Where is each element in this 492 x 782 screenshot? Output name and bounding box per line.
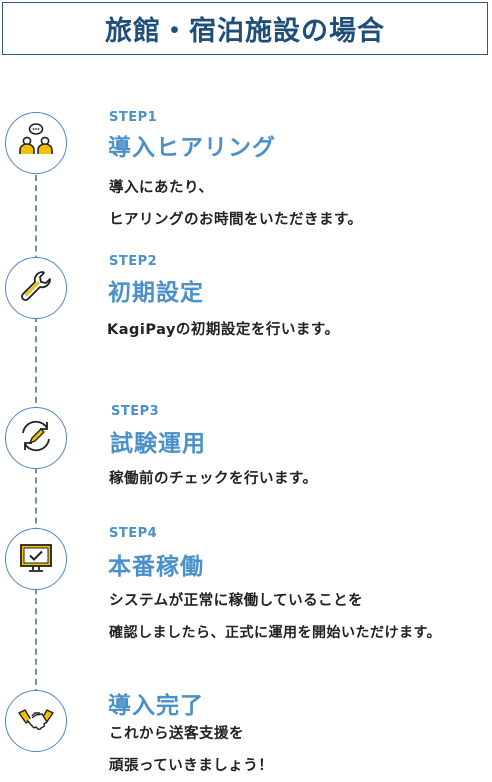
final-desc-line: 頑張っていきましょう！ xyxy=(109,758,274,774)
step4-description: システムが正常に稼働していることを 確認しましたら、正式に運用を開始いただけます… xyxy=(109,585,441,649)
final-title: 導入完了 xyxy=(108,693,204,719)
step1-description: 導入にあたり、 ヒアリングのお時間をいただきます。 xyxy=(109,172,363,236)
refresh-pen-icon xyxy=(16,416,56,460)
step4-title: 本番稼働 xyxy=(108,554,204,580)
step4-desc-line: システムが正常に稼働していることを xyxy=(109,593,364,609)
step4-desc-line: 確認しましたら、正式に運用を開始いただけます。 xyxy=(109,625,442,641)
step2-title: 初期設定 xyxy=(108,280,204,306)
step2-desc-line: KagiPayの初期設定を行います。 xyxy=(107,322,340,338)
step3-label: STEP3 xyxy=(111,404,160,419)
step3-desc-line: 稼働前のチェックを行います。 xyxy=(109,471,318,487)
monitor-check-icon xyxy=(16,537,56,581)
step2-icon-circle xyxy=(5,257,67,319)
step3-description: 稼働前のチェックを行います。 xyxy=(109,463,318,495)
handshake-icon xyxy=(16,699,56,743)
page-title: 旅館・宿泊施設の場合 xyxy=(2,2,488,55)
step1-desc-line: 導入にあたり、 xyxy=(109,180,214,196)
step1-icon-circle xyxy=(5,112,67,174)
final-desc-line: これから送客支援を xyxy=(109,726,244,742)
step2-description: KagiPayの初期設定を行います。 xyxy=(107,314,339,346)
step4-label: STEP4 xyxy=(109,526,158,541)
step3-title: 試験運用 xyxy=(110,431,206,457)
step4-icon-circle xyxy=(5,528,67,590)
step1-title: 導入ヒアリング xyxy=(108,135,276,161)
final-description: これから送客支援を 頑張っていきましょう！ xyxy=(109,718,273,782)
people-chat-icon xyxy=(16,121,56,165)
step3-icon-circle xyxy=(5,407,67,469)
step1-desc-line: ヒアリングのお時間をいただきます。 xyxy=(109,212,363,228)
wrench-icon xyxy=(16,266,56,310)
final-icon-circle xyxy=(5,690,67,752)
step2-label: STEP2 xyxy=(109,254,158,269)
step1-label: STEP1 xyxy=(109,110,158,125)
